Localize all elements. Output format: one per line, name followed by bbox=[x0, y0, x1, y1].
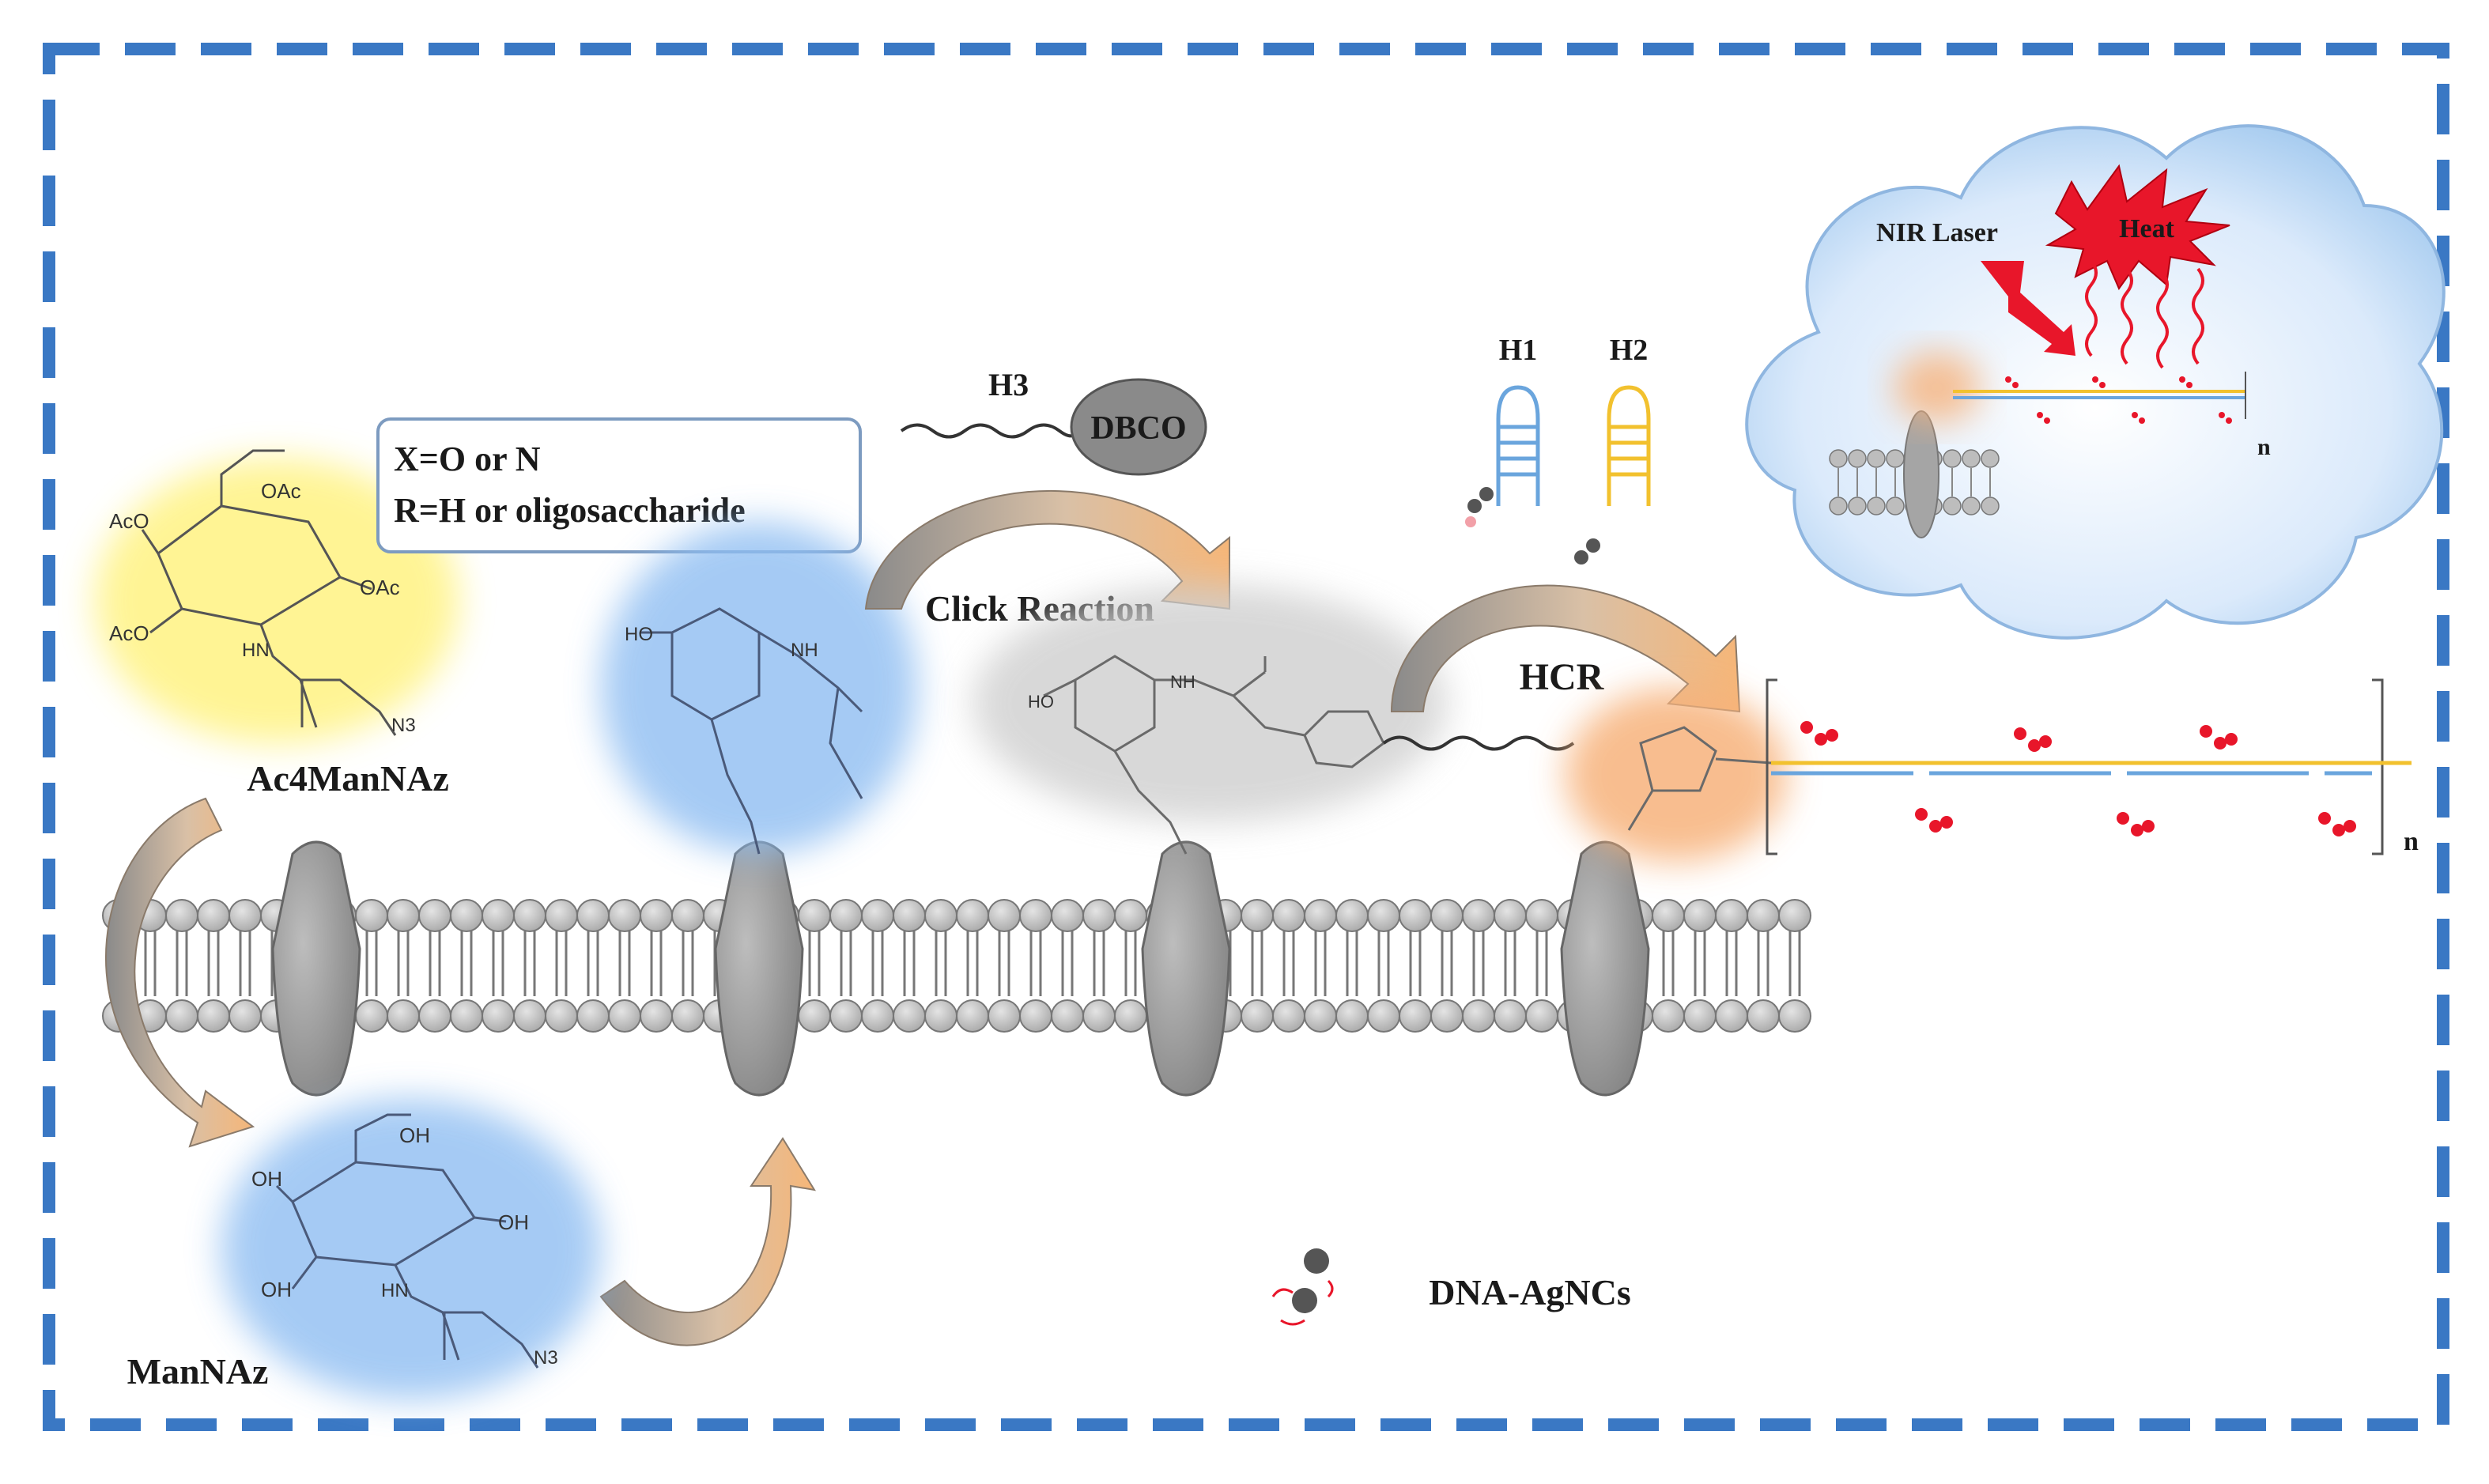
heat-waves bbox=[2085, 259, 2204, 369]
chem-label: HO bbox=[625, 624, 653, 645]
chem-label: AcO bbox=[109, 509, 149, 533]
azido-sugar-blue: HO NH bbox=[601, 522, 917, 855]
chem-label: NH bbox=[791, 640, 818, 661]
dashed-border bbox=[43, 43, 2449, 1431]
chem-label: OAc bbox=[360, 576, 400, 599]
lightning-icon bbox=[1981, 261, 2075, 356]
n-repeat-label-inset: n bbox=[2257, 434, 2271, 460]
chem-label: N3 bbox=[391, 715, 416, 736]
dna-agncs-legend: DNA-AgNCs bbox=[1271, 1248, 1631, 1326]
chem-label: N3 bbox=[534, 1347, 558, 1369]
h3-dbco-reagent: H3 DBCO bbox=[900, 367, 1207, 476]
chem-label: HO bbox=[1028, 692, 1054, 712]
photothermal-inset-cloud: Heat NIR Laser n bbox=[1745, 124, 2446, 640]
dbco-group bbox=[1070, 378, 1207, 476]
chem-label: OH bbox=[399, 1123, 430, 1147]
h1-label: H1 bbox=[1499, 334, 1538, 367]
condition-line-2: R=H or oligosaccharide bbox=[394, 491, 746, 530]
chem-label: OAc bbox=[261, 479, 301, 503]
agnc-cluster-small bbox=[1465, 487, 1600, 565]
transmembrane-protein bbox=[271, 840, 361, 1097]
transmembrane-protein bbox=[1141, 840, 1231, 1097]
nir-laser-label: NIR Laser bbox=[1876, 218, 1998, 247]
condition-line-1: X=O or N bbox=[394, 440, 541, 478]
transmembrane-protein bbox=[714, 840, 804, 1097]
hcr-label: HCR bbox=[1520, 656, 1605, 698]
dna-agncs-label: DNA-AgNCs bbox=[1429, 1272, 1631, 1312]
h1-hairpin: H1 bbox=[1496, 334, 1540, 506]
chem-label: AcO bbox=[109, 621, 149, 645]
membrane-proteins bbox=[271, 840, 1650, 1097]
click-reaction-arrow bbox=[864, 489, 1230, 610]
triazole-conjugate-gray: HO NH bbox=[973, 585, 1575, 855]
hcr-polymer-assembly: n bbox=[1566, 678, 2419, 862]
n-repeat-label: n bbox=[2404, 827, 2419, 856]
h3-label: H3 bbox=[988, 367, 1029, 402]
chem-label: OH bbox=[498, 1210, 529, 1234]
heat-label: Heat bbox=[2119, 214, 2175, 244]
mannaz-label: ManNAz bbox=[127, 1351, 269, 1391]
condition-box: X=O or N R=H or oligosaccharide bbox=[376, 417, 862, 553]
chem-label: HN bbox=[381, 1280, 409, 1301]
chem-label: OH bbox=[251, 1167, 282, 1191]
chem-label: OH bbox=[261, 1278, 292, 1301]
h2-hairpin: H2 bbox=[1607, 334, 1651, 506]
chem-label: NH bbox=[1170, 672, 1195, 692]
arrow-ac4mannaz-to-mannaz bbox=[105, 797, 255, 1148]
ac4mannaz-label: Ac4ManNAz bbox=[247, 758, 449, 799]
ac4mannaz-molecule: OAc AcO OAc AcO HN N3 bbox=[95, 449, 459, 743]
arrow-mannaz-to-membrane bbox=[599, 1137, 817, 1346]
heat-burst-icon bbox=[2045, 164, 2230, 291]
transmembrane-protein bbox=[1560, 840, 1650, 1097]
dbco-label: DBCO bbox=[1090, 410, 1186, 447]
h2-label: H2 bbox=[1610, 334, 1649, 367]
chem-label: HN bbox=[242, 640, 270, 661]
mannaz-molecule: OH OH OH OH HN N3 bbox=[221, 1099, 601, 1399]
hcr-arrow bbox=[1390, 584, 1741, 713]
